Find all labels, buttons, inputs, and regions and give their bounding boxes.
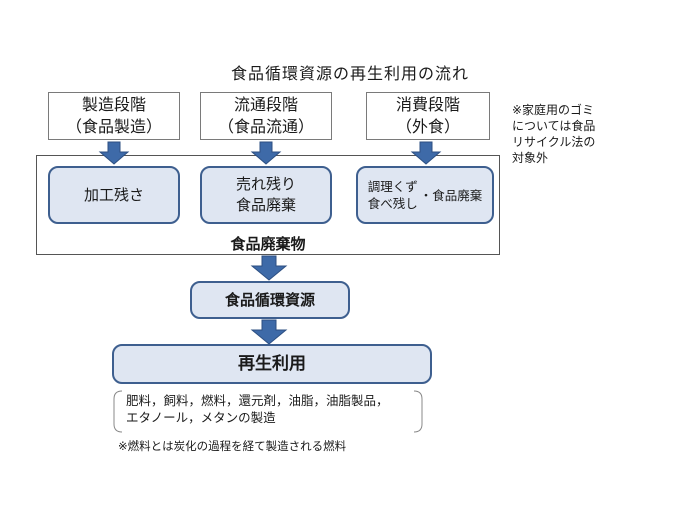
note-line: 対象外	[512, 151, 549, 165]
stage-consumption-sub: （外食）	[395, 117, 460, 136]
household-waste-note: ※家庭用のゴミ については食品 リサイクル法の 対象外	[512, 102, 595, 166]
stage-manufacturing: 製造段階 （食品製造）	[48, 92, 180, 140]
stage-distribution-name: 流通段階	[233, 95, 298, 114]
arrow-down-icon	[250, 319, 288, 345]
arrow-down-icon	[250, 255, 288, 281]
stage-consumption-name: 消費段階	[395, 95, 460, 114]
waste-label: 食べ残し	[367, 196, 418, 211]
food-recycling-resources: 食品循環資源	[190, 281, 350, 319]
arrow-down-icon	[98, 141, 130, 165]
note-line: リサイクル法の	[512, 135, 596, 149]
waste-label: 調理くず	[367, 179, 418, 194]
waste-unsold-food: 売れ残り 食品廃棄	[200, 166, 332, 224]
fuel-footnote: ※燃料とは炭化の過程を経て製造される燃料	[118, 439, 347, 453]
recycling-use: 再生利用	[112, 344, 432, 384]
resource-label: 食品循環資源	[224, 290, 315, 309]
waste-label: 食品廃棄	[235, 196, 296, 214]
left-bracket	[113, 390, 123, 433]
note-line: ※家庭用のゴミ	[512, 103, 595, 117]
stage-manufacturing-sub: （食品製造）	[65, 117, 162, 136]
waste-processing-residue: 加工残さ	[48, 166, 180, 224]
arrow-down-icon	[410, 141, 442, 165]
note-line: については食品	[512, 119, 596, 133]
waste-label: ・食品廃棄	[419, 187, 483, 203]
right-bracket	[413, 390, 423, 433]
stage-consumption: 消費段階 （外食）	[366, 92, 490, 140]
waste-cooking-scraps: 調理くず 食べ残し ・食品廃棄	[356, 166, 494, 224]
recycle-label: 再生利用	[238, 353, 306, 374]
waste-scraps-lines: 調理くず 食べ残し	[368, 178, 418, 212]
recycling-uses-list: 肥料，飼料，燃料，還元剤，油脂，油脂製品， エタノール，メタンの製造	[118, 392, 418, 432]
waste-label: 売れ残り	[235, 175, 296, 193]
arrow-down-icon	[250, 141, 282, 165]
waste-label: 加工残さ	[83, 185, 144, 204]
food-waste-label: 食品廃棄物	[230, 235, 306, 253]
uses-line-1: 肥料，飼料，燃料，還元剤，油脂，油脂製品，	[126, 393, 389, 408]
stage-distribution: 流通段階 （食品流通）	[200, 92, 332, 140]
diagram-title: 食品循環資源の再生利用の流れ	[230, 64, 469, 83]
stage-manufacturing-name: 製造段階	[81, 95, 146, 114]
stage-distribution-sub: （食品流通）	[217, 117, 314, 136]
uses-line-2: エタノール，メタンの製造	[126, 410, 276, 425]
